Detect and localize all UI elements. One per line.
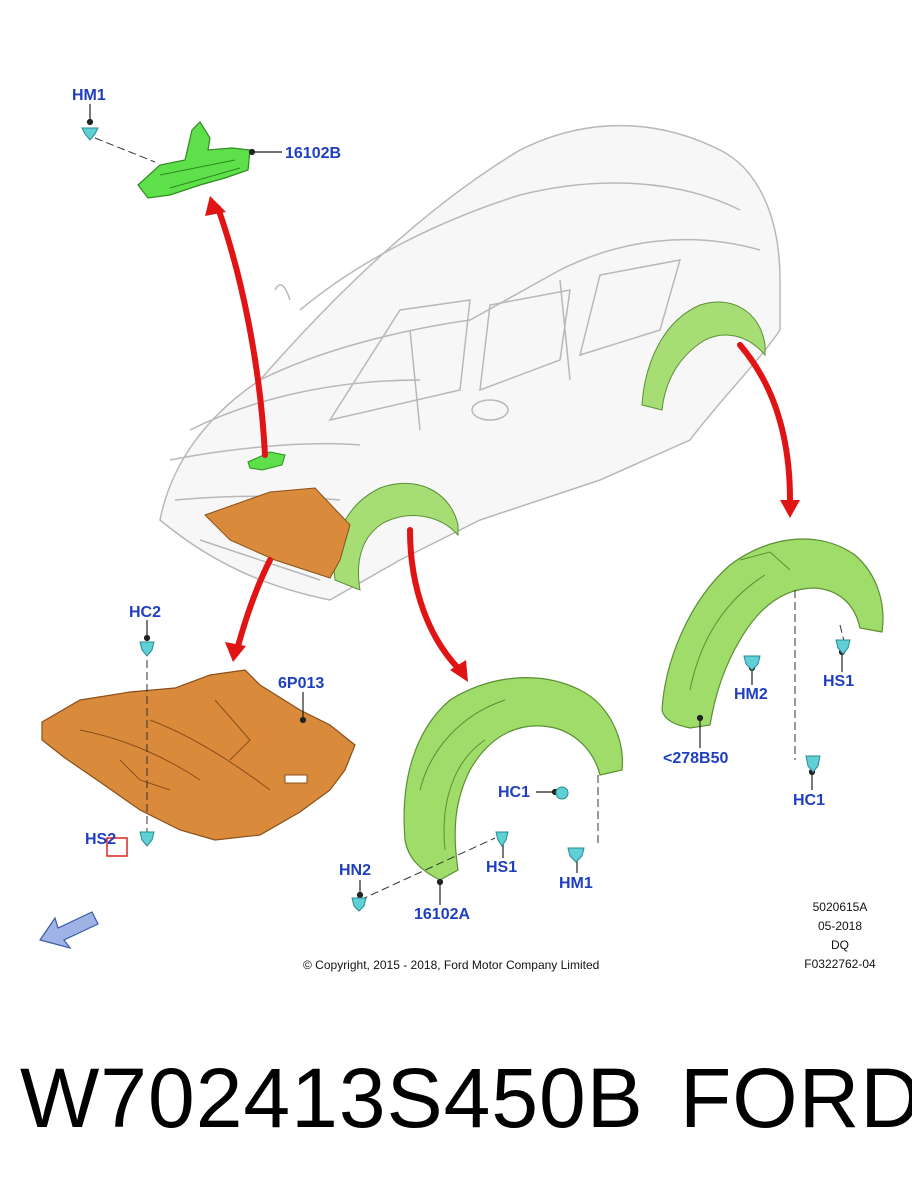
copyright-notice: © Copyright, 2015 - 2018, Ford Motor Com… bbox=[303, 958, 600, 972]
pointer-arrows bbox=[215, 205, 793, 673]
bracket-installed bbox=[247, 451, 286, 471]
hs2-highlight-box bbox=[106, 837, 128, 857]
wheel-liner-278b50 bbox=[661, 538, 884, 729]
pointer-arrowheads bbox=[205, 196, 800, 682]
reference-date: 05-2018 bbox=[817, 919, 863, 933]
wheel-liner-16102a bbox=[403, 677, 623, 881]
splash-shield-6p013 bbox=[41, 669, 356, 841]
figure-reference-block: 5020615A 05-2018 DQ F0322762-04 bbox=[790, 898, 890, 974]
figure-number: F0322762-04 bbox=[804, 957, 876, 971]
orientation-arrow-icon bbox=[39, 911, 99, 950]
bracket-16102b bbox=[137, 121, 251, 199]
callout-hs1-right: HS1 bbox=[823, 673, 855, 690]
reference-code: DQ bbox=[831, 938, 849, 952]
reference-number: 5020615A bbox=[812, 900, 868, 914]
callout-hs1-mid: HS1 bbox=[486, 859, 518, 876]
callout-hm1-mid: HM1 bbox=[559, 875, 593, 892]
callout-hs2: HS2 bbox=[85, 831, 117, 848]
vehicle-outline bbox=[159, 124, 781, 601]
callout-278b50: <278B50 bbox=[663, 750, 729, 767]
callout-hm2: HM2 bbox=[734, 686, 768, 703]
rear-wheel-liner-installed bbox=[641, 301, 766, 411]
callout-16102b: 16102B bbox=[285, 145, 342, 162]
callout-hc2: HC2 bbox=[129, 604, 162, 621]
fastener-clips bbox=[81, 127, 851, 912]
callout-16102a: 16102A bbox=[414, 906, 471, 923]
callout-hm1-top: HM1 bbox=[72, 87, 106, 104]
front-wheel-liner-installed bbox=[333, 482, 459, 591]
splash-shield-installed bbox=[204, 487, 351, 579]
caption-part-number: W702413S450B bbox=[20, 1051, 644, 1145]
callout-6p013: 6P013 bbox=[278, 675, 325, 692]
callout-hc1-right: HC1 bbox=[793, 792, 826, 809]
parts-diagram bbox=[39, 104, 884, 950]
caption-brand: FORD bbox=[680, 1051, 912, 1145]
callout-hc1-mid: HC1 bbox=[498, 784, 531, 801]
callout-hn2: HN2 bbox=[339, 862, 372, 879]
